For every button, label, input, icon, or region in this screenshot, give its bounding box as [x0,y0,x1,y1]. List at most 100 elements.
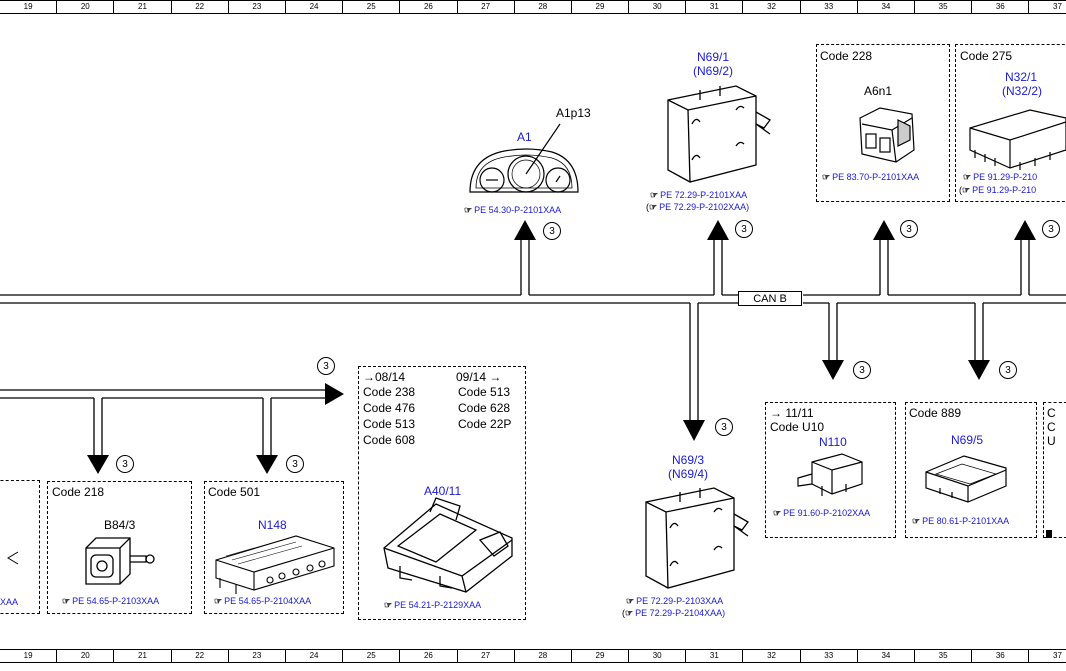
left-edge-box [0,480,40,614]
ref-text: PE 91.29-P-210 [973,172,1038,182]
a40-col1-line: Code 238 [363,385,416,399]
arrow-heads [87,220,1036,474]
component-a1-ref: ☞PE 54.30-P-2101XAA [464,205,561,216]
a40-col2-line: 09/14 → [456,370,502,384]
circle-marker: 3 [543,222,561,240]
n148-board-drawing [215,535,335,594]
component-n32-1-ref: (☞PE 91.29-P-210 [959,185,1037,195]
circle-marker: 3 [735,220,753,238]
left-edge-fragment [7,551,19,565]
circle-marker: 3 [317,357,335,375]
ruler-cell: 22 [172,650,229,662]
ruler-cell: 29 [572,1,630,13]
ref-text: PE 80.61-P-2101XAA [922,516,1010,526]
arrow-up-n32-1 [1014,220,1036,240]
ref-text: PE 91.29-P-210 [972,185,1037,195]
right-edge-box [1043,402,1066,538]
component-n110-ref: ☞PE 91.60-P-2102XAA [773,508,870,519]
hand-pointer-icon: ☞ [773,508,782,518]
component-n69-1-alt: (N69/2) [693,64,734,78]
hand-pointer-icon: ☞ [963,172,972,182]
ruler-bottom: 19 20 21 22 23 24 25 26 27 28 29 30 31 3… [0,649,1066,663]
right-edge-line: U [1047,434,1056,448]
hand-pointer-icon: ☞ [384,600,393,610]
hand-pointer-icon: ☞ [62,596,71,606]
ruler-cell: 21 [114,1,172,13]
ruler-cell: 20 [57,650,115,662]
hand-pointer-icon: ☞ [625,608,634,618]
ruler-cell: 28 [515,650,572,662]
arrow-down-b84 [87,455,109,474]
ruler-cell: 25 [343,650,401,662]
component-n69-1-ref: ☞PE 72.29-P-2101XAA [650,190,747,201]
component-b84-3-box [47,481,192,614]
a40-col2-line: Code 22P [458,417,512,431]
n69-5-drawing [925,455,1007,503]
hand-pointer-icon: ☞ [464,205,473,215]
hand-pointer-icon: ☞ [649,202,658,212]
right-edge-fragment [1046,530,1052,538]
component-n69-3-name: N69/3 [672,453,705,467]
ruler-cell: 22 [172,1,229,13]
n32-1-drawing [969,109,1066,170]
n69-1-module-drawing [667,85,771,183]
component-n69-1-name: N69/1 [697,50,730,64]
ruler-cell: 23 [229,1,286,13]
component-n69-5-name: N69/5 [951,433,984,447]
hand-pointer-icon: ☞ [214,596,223,606]
arrow-right-a40 [325,383,344,405]
component-n148-name: N148 [258,518,287,532]
ref-text: PE 72.29-P-2101XAA [660,190,748,200]
component-n148-box [204,481,344,614]
ruler-cell: 33 [801,650,858,662]
arrow-up-a6n1 [873,220,895,240]
arrow-up-a1 [514,220,536,240]
component-n69-3-alt: (N69/4) [668,467,709,481]
a40-col2-line: Code 628 [458,401,511,415]
ruler-cell: 35 [915,650,973,662]
component-n69-3-ref: ☞PE 72.29-P-2103XAA [626,596,723,607]
a40-col1-line: Code 608 [363,433,416,447]
component-a40-11-box [358,366,526,620]
component-a6n1-ref: ☞PE 83.70-P-2101XAA [822,172,919,183]
n69-3-module-drawing [645,487,749,589]
ruler-cell: 30 [629,650,687,662]
arrow-up-n69-1 [707,220,729,240]
circle-marker: 3 [1042,220,1060,238]
ruler-cell: 29 [572,650,630,662]
ruler-cell: 24 [286,650,344,662]
hand-pointer-icon: ☞ [912,516,921,526]
component-n32-1-alt: (N32/2) [1002,84,1043,98]
component-n69-5-box [905,402,1037,538]
ruler-cell: 27 [458,650,515,662]
ruler-cell: 19 [0,650,58,662]
arrow-down-n69-5 [968,360,990,380]
ref-text: PE 83.70-P-2101XAA [832,172,920,182]
ruler-cell: 30 [629,1,687,13]
right-edge-line: C [1047,420,1056,434]
component-n110-name: N110 [819,435,847,449]
ruler-cell: 28 [515,1,572,13]
component-n32-1-ref: ☞PE 91.29-P-210 [963,172,1037,183]
a40-11-drawing [383,497,513,593]
component-a1-sub: A1p13 [556,106,591,120]
component-n148-code: Code 501 [208,485,261,499]
component-a1-name: A1 [517,130,532,144]
ref-text: PE 54.30-P-2101XAA [474,205,562,215]
ruler-cell: 20 [57,1,115,13]
ruler-cell: 37 [1029,1,1066,13]
a40-col2-line: Code 513 [458,385,511,399]
circle-marker: 3 [116,455,134,473]
ruler-cell: 31 [686,650,744,662]
ruler-cell: 21 [114,650,172,662]
ref-text: PE 72.29-P-2102XAA) [659,202,750,212]
component-n110-code: Code U10 [770,420,825,434]
ruler-top: 19 20 21 22 23 24 25 26 27 28 29 30 31 3… [0,0,1066,14]
component-a6n1-name: A6n1 [864,84,893,98]
hand-pointer-icon: ☞ [962,185,971,195]
arrow-down-n110 [822,360,844,380]
a40-col1-line: Code 513 [363,417,416,431]
ruler-cell: 24 [286,1,344,13]
right-edge-line: C [1047,406,1056,420]
